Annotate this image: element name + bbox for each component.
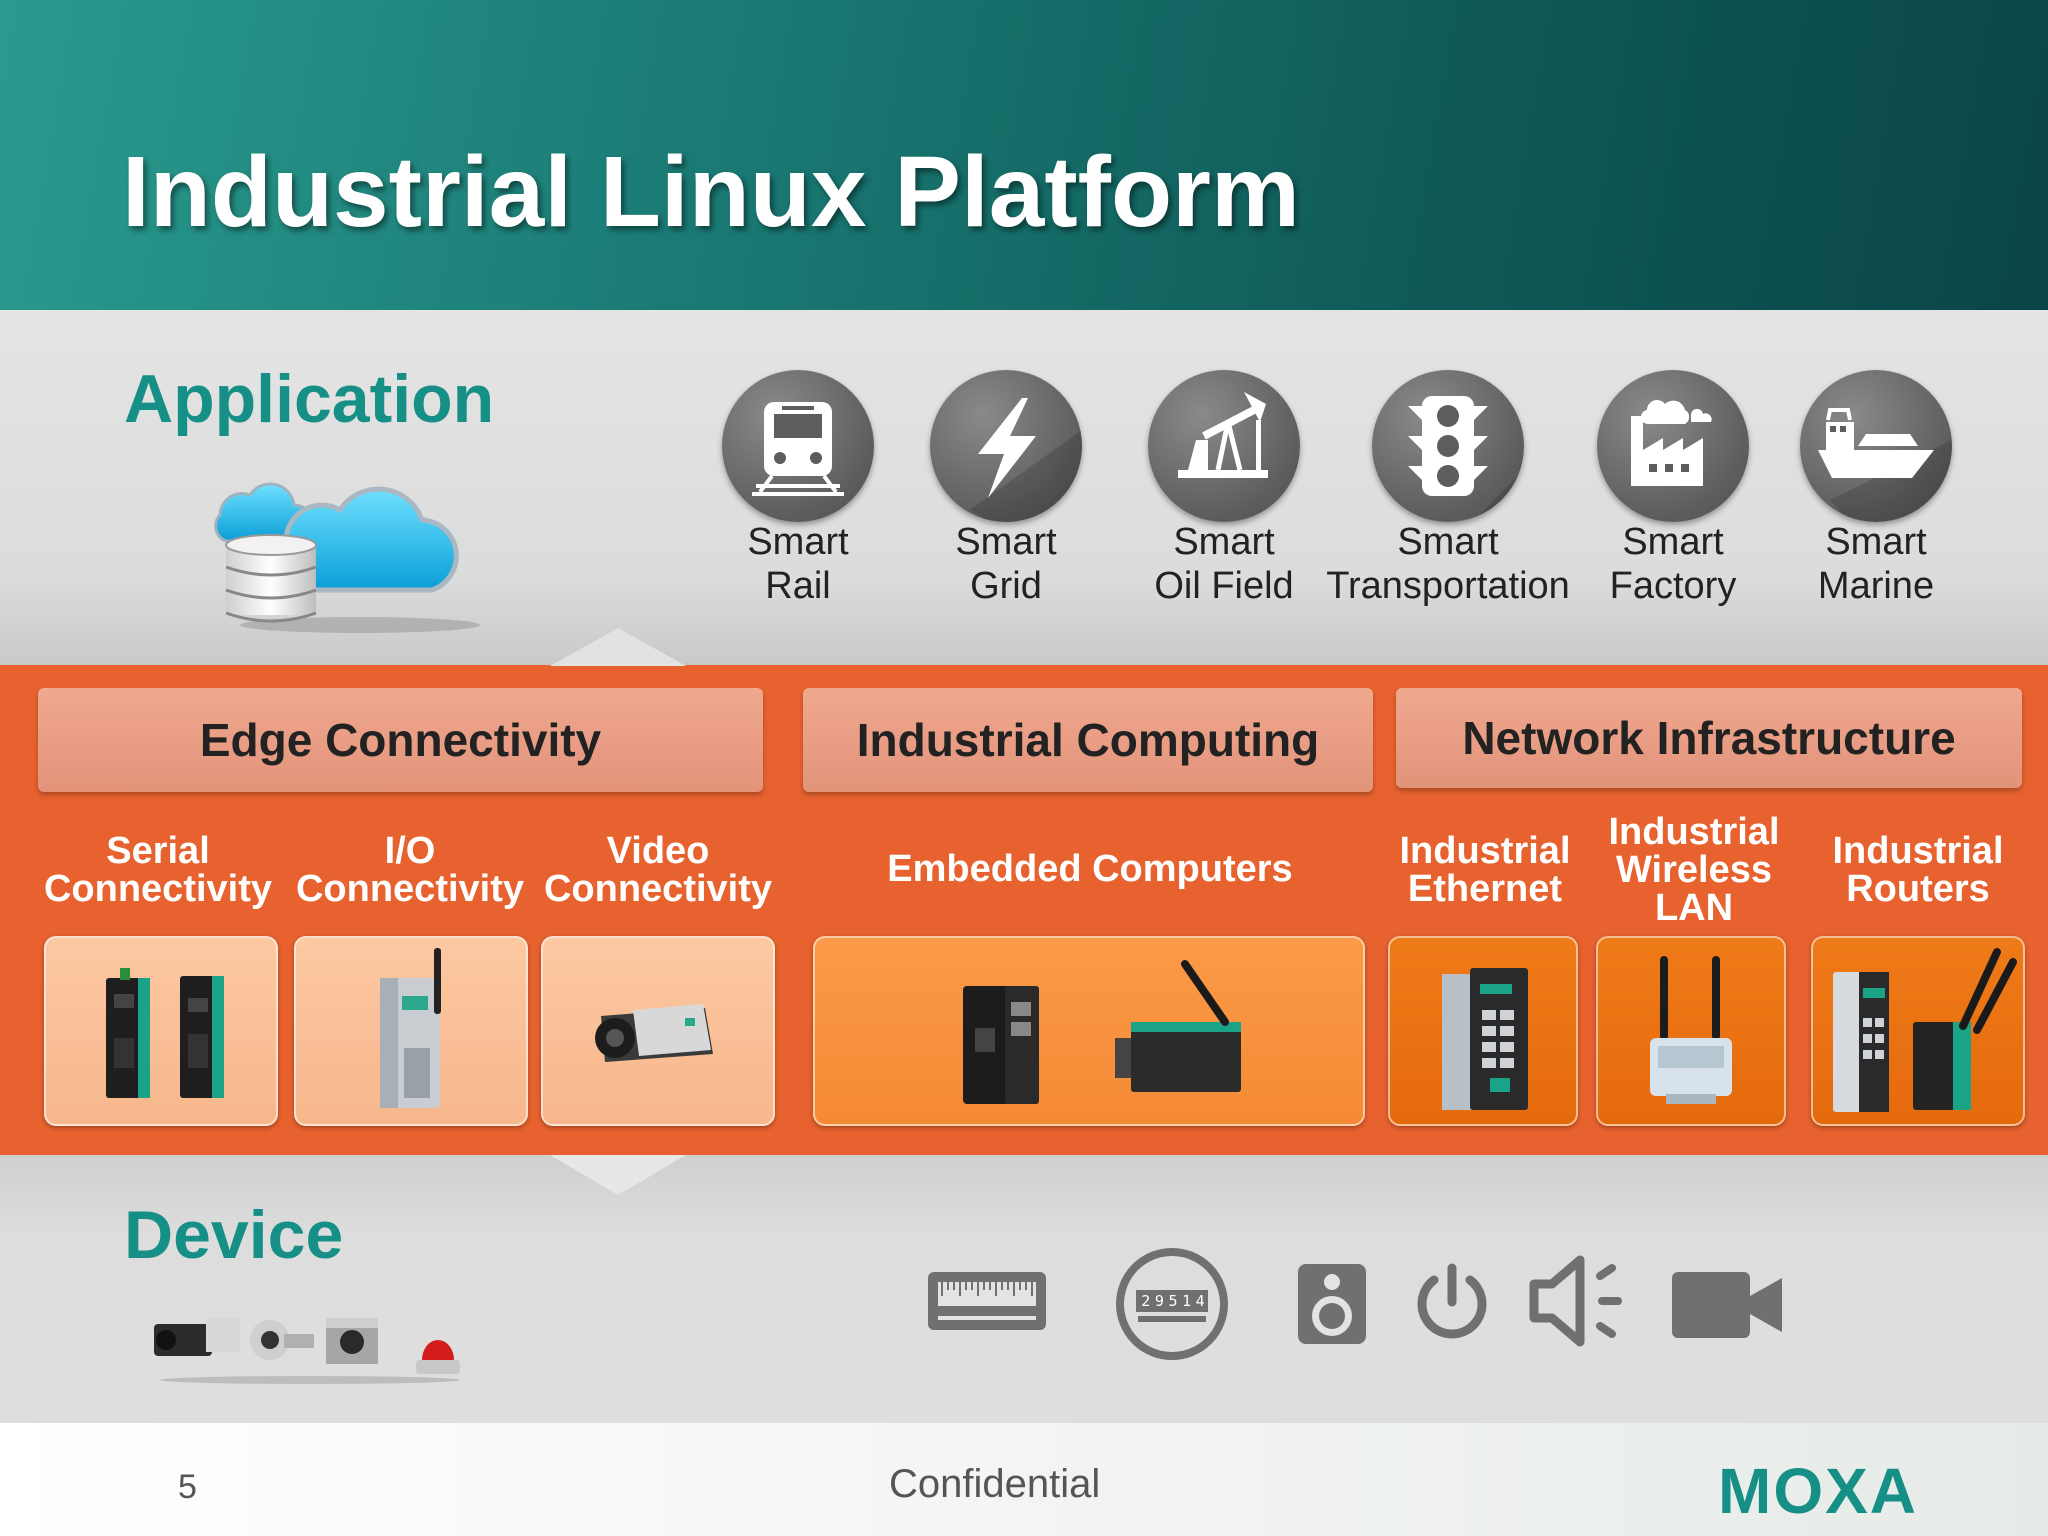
train-icon [722, 370, 874, 522]
industrial-computing-header: Industrial Computing [803, 688, 1373, 792]
arrow-down-icon [550, 1155, 686, 1195]
embedded-computer-image [813, 936, 1365, 1126]
ship-icon [1800, 370, 1952, 522]
confidential-label: Confidential [889, 1462, 1101, 1506]
meter-digit: 2 [1141, 1292, 1151, 1310]
oil-pump-icon [1148, 370, 1300, 522]
ruler-icon [928, 1272, 1046, 1330]
logo-text: MOXA [1718, 1455, 1918, 1525]
video-device-image [541, 936, 775, 1126]
serial-device-image [44, 936, 278, 1126]
meter-icon: 2 9 5 1 4 [1114, 1246, 1230, 1362]
footer [0, 1423, 2048, 1536]
lightning-icon [930, 370, 1082, 522]
cloud-database-icon [214, 482, 480, 633]
embedded-computers-label: Embedded Computers [887, 848, 1293, 890]
device-title: Device [124, 1197, 344, 1273]
io-device-image [294, 936, 528, 1126]
moxa-logo-icon: MOXA [1718, 1455, 1918, 1525]
meter-digit: 5 [1168, 1292, 1178, 1310]
edge-connectivity-header: Edge Connectivity [38, 688, 763, 792]
slide-title: Industrial Linux Platform [122, 136, 1300, 248]
page-number: 5 [178, 1468, 197, 1506]
industrial-ethernet-image [1388, 936, 1578, 1126]
meter-digit: 1 [1182, 1292, 1192, 1310]
application-title: Application [124, 361, 495, 437]
meter-digit: 4 [1195, 1292, 1205, 1310]
loudspeaker-icon [1529, 1255, 1622, 1347]
industrial-wireless-image [1596, 936, 1786, 1126]
factory-icon [1597, 370, 1749, 522]
meter-digit: 9 [1154, 1292, 1164, 1310]
traffic-light-icon [1372, 370, 1524, 522]
network-infrastructure-header: Network Infrastructure [1396, 688, 2022, 788]
device-photos-icon [154, 1318, 460, 1384]
arrow-up-icon [550, 628, 686, 666]
video-camera-icon [1672, 1272, 1782, 1338]
header-band [0, 0, 2048, 310]
power-icon [1417, 1263, 1487, 1339]
industrial-router-image [1811, 936, 2025, 1126]
speaker-icon [1298, 1264, 1366, 1344]
